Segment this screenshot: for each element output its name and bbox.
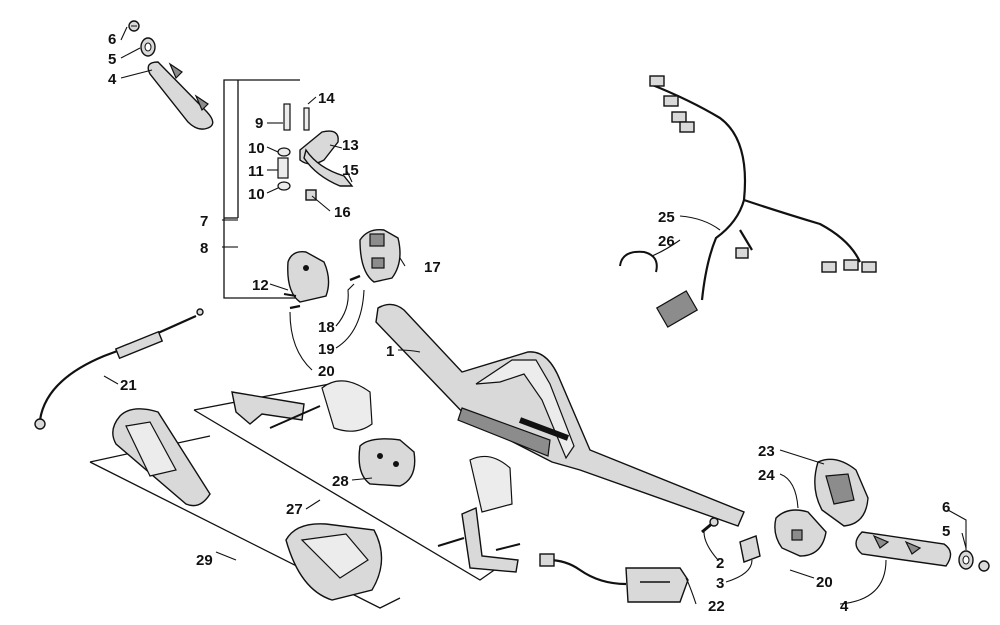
- callout-26: 26: [658, 233, 675, 250]
- callout-16: 16: [334, 204, 351, 221]
- callout-24: 24: [758, 467, 775, 484]
- left-grip: [147, 61, 214, 130]
- callout-20-left: 20: [318, 363, 335, 380]
- bar-end-screw: [701, 517, 719, 534]
- harness-clip: [619, 250, 658, 273]
- right-hand-guard: [285, 523, 383, 601]
- washer-upper: [277, 147, 291, 157]
- leader-lines: [103, 26, 967, 605]
- callout-18: 18: [318, 319, 335, 336]
- callout-4-right: 4: [840, 598, 849, 615]
- pivot-pin: [283, 103, 291, 131]
- switch-housing: [359, 229, 401, 283]
- left-clamp: [321, 380, 373, 432]
- callout-22: 22: [708, 598, 725, 615]
- callout-17: 17: [424, 259, 441, 276]
- callout-7: 7: [200, 213, 208, 230]
- right-switch-housing: [814, 458, 869, 527]
- wiring-harness: [649, 75, 877, 328]
- bar-end-plug: [739, 535, 761, 563]
- callout-3: 3: [716, 575, 724, 592]
- callout-21: 21: [120, 377, 137, 394]
- small-screws: [289, 274, 361, 310]
- callout-4-left: 4: [108, 71, 117, 88]
- throttle-lever: [299, 130, 354, 187]
- callout-19: 19: [318, 341, 335, 358]
- callout-11: 11: [248, 163, 264, 180]
- washer-lower: [277, 181, 291, 191]
- right-guard-mount: [437, 455, 521, 573]
- callout-29: 29: [196, 552, 213, 569]
- callout-10-lower: 10: [248, 186, 265, 203]
- roll-pin: [303, 107, 310, 131]
- callout-1: 1: [386, 343, 394, 360]
- callout-6-left: 6: [108, 31, 116, 48]
- callout-15: 15: [342, 162, 359, 179]
- right-grip-washer: [958, 550, 974, 570]
- callouts: 6 5 4 14 9 13 10 11 15 10 16 7 8 17 12 1…: [108, 31, 950, 615]
- handlebar: [375, 303, 745, 527]
- heater-element: [539, 553, 689, 603]
- bushing: [277, 157, 289, 179]
- throttle-housing: [283, 251, 330, 303]
- callout-5-right: 5: [942, 523, 950, 540]
- left-guard-mount: [231, 391, 321, 429]
- mount-hardware: [358, 438, 416, 487]
- callout-14: 14: [318, 90, 335, 107]
- throttle-cable: [34, 308, 204, 430]
- callout-6-right: 6: [942, 499, 950, 516]
- callout-8: 8: [200, 240, 208, 257]
- callout-5-left: 5: [108, 51, 116, 68]
- left-grip-screw: [128, 20, 140, 32]
- callout-12: 12: [252, 277, 269, 294]
- left-grip-washer: [140, 37, 156, 57]
- callout-2: 2: [716, 555, 724, 572]
- throttle-cable-clip: [305, 189, 317, 201]
- right-switch-bracket: [774, 509, 827, 557]
- callout-20-right: 20: [816, 574, 833, 591]
- bracket-7-8: [223, 79, 300, 299]
- right-grip-screw: [978, 560, 990, 572]
- callout-23: 23: [758, 443, 775, 460]
- left-hand-guard: [112, 408, 211, 507]
- callout-28: 28: [332, 473, 349, 490]
- callout-10-upper: 10: [248, 140, 265, 157]
- callout-9: 9: [255, 115, 263, 132]
- callout-13: 13: [342, 137, 359, 154]
- right-grip: [855, 531, 952, 567]
- callout-27: 27: [286, 501, 303, 518]
- callout-25: 25: [658, 209, 675, 226]
